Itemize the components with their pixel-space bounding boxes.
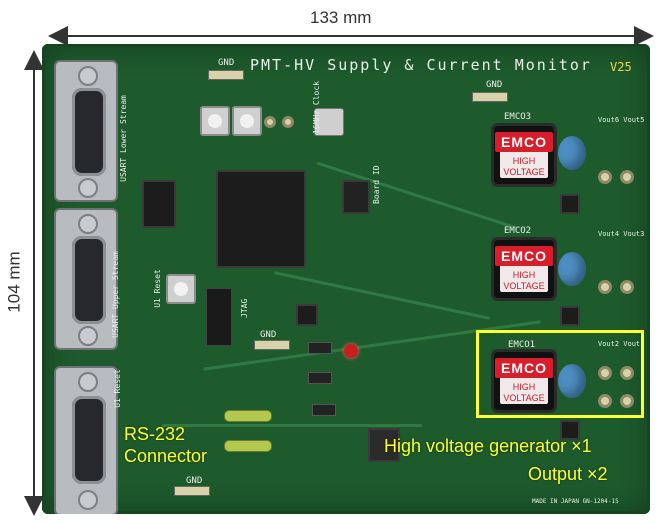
reset-button-sw2[interactable] (200, 106, 230, 136)
emco-hv-module-3: EMCO HIGH VOLTAGE (494, 126, 554, 184)
screw-nut (78, 326, 98, 346)
emco-brand: EMCO (495, 132, 553, 152)
rs232-annotation-line1: RS-232 (124, 424, 186, 444)
emco-face: EMCO HIGH VOLTAGE (495, 246, 553, 292)
small-ic (562, 308, 578, 324)
emco-hv-text: HIGH VOLTAGE (503, 156, 545, 177)
screw-nut (78, 178, 98, 198)
output-annotation: Output ×2 (528, 464, 608, 484)
db9-connector-upper-stream (54, 208, 118, 350)
small-ic (562, 422, 578, 438)
width-label: 133 mm (310, 8, 372, 27)
uart-lower-label: USART Lower Stream (118, 95, 128, 182)
emco-label: EMCO1 (508, 340, 536, 350)
jtag-header (206, 288, 232, 346)
jumper (308, 342, 332, 354)
small-ic (562, 196, 578, 212)
emco-hv-module-2: EMCO HIGH VOLTAGE (494, 240, 554, 298)
jumper (308, 372, 332, 384)
gnd-pad (254, 340, 290, 350)
height-label: 104 mm (4, 251, 24, 313)
jtag-label: JTAG (240, 298, 249, 318)
output-pad (598, 394, 612, 408)
emco-label: EMCO3 (504, 112, 532, 122)
output-pad (598, 366, 612, 380)
uart-upper-label: USART Upper Stream (110, 251, 120, 338)
emco-hv-text: HIGH VOLTAGE (503, 270, 545, 291)
clock-label: 16MHz Clock (312, 81, 321, 134)
vout-label: Vout6 Vout5 (598, 116, 645, 124)
reset-button-u1[interactable] (166, 274, 196, 304)
emco-hv-module-1: EMCO HIGH VOLTAGE (494, 352, 554, 410)
gnd-label: GND (486, 80, 503, 90)
voltage-regulator (370, 430, 398, 460)
output-pad (598, 280, 612, 294)
test-point-pad (264, 116, 276, 128)
inductor (224, 440, 272, 452)
hv-generator-annotation: High voltage generator ×1 (384, 436, 592, 456)
emco-face: EMCO HIGH VOLTAGE (495, 358, 553, 404)
rs232-annotation-line2: Connector (124, 446, 208, 466)
highlight-box (476, 330, 644, 418)
output-pad (620, 394, 634, 408)
gnd-label: GND (218, 58, 235, 68)
connector-shell (72, 396, 106, 484)
clock-crystal (314, 108, 344, 136)
output-pad (620, 280, 634, 294)
emco-hv-text: HIGH VOLTAGE (503, 382, 545, 403)
hv-capacitor (558, 136, 586, 170)
emco-brand: EMCO (495, 358, 553, 378)
screw-nut (78, 66, 98, 86)
made-in-label: MADE IN JAPAN GN-1204-15 (532, 498, 619, 505)
hv-capacitor (558, 364, 586, 398)
hv-capacitor (558, 252, 586, 286)
test-point-pad (282, 116, 294, 128)
board-id-dip-switch (344, 182, 368, 212)
screw-nut (78, 214, 98, 234)
gnd-pad (208, 70, 244, 80)
u1-reset-label: U1 Reset (152, 269, 162, 308)
db9-connector-lower-stream (54, 60, 118, 202)
connector-shell (72, 88, 106, 176)
uart-ic (144, 182, 174, 226)
emco-label: EMCO2 (504, 226, 532, 236)
jumper (312, 404, 336, 416)
emco-face: EMCO HIGH VOLTAGE (495, 132, 553, 178)
vout-label: Vout2 Vout1 (598, 340, 645, 348)
small-ic (298, 306, 316, 324)
db9-connector-rs232 (54, 366, 118, 514)
main-microcontroller (218, 172, 304, 266)
output-pad (620, 366, 634, 380)
reset-button-sw3[interactable] (232, 106, 262, 136)
connector-shell (72, 236, 106, 324)
output-pad (620, 170, 634, 184)
gnd-pad (472, 92, 508, 102)
u2-reset-label: U1 Reset (112, 369, 122, 408)
gnd-label: GND (186, 476, 203, 486)
inductor (224, 410, 272, 422)
screw-nut (78, 372, 98, 392)
board-version: V25 (610, 60, 632, 74)
gnd-label: GND (260, 330, 277, 340)
emco-brand: EMCO (495, 246, 553, 266)
vout-label: Vout4 Vout3 (598, 230, 645, 238)
gnd-pad (174, 486, 210, 496)
pcb-trace (162, 424, 422, 427)
pcb-board: PMT-HV Supply & Current Monitor V25 GND … (42, 44, 650, 514)
output-pad (598, 170, 612, 184)
board-id-label: Board ID (372, 165, 381, 204)
screw-nut (78, 490, 98, 510)
board-title: PMT-HV Supply & Current Monitor (250, 56, 592, 74)
status-led (344, 344, 358, 358)
